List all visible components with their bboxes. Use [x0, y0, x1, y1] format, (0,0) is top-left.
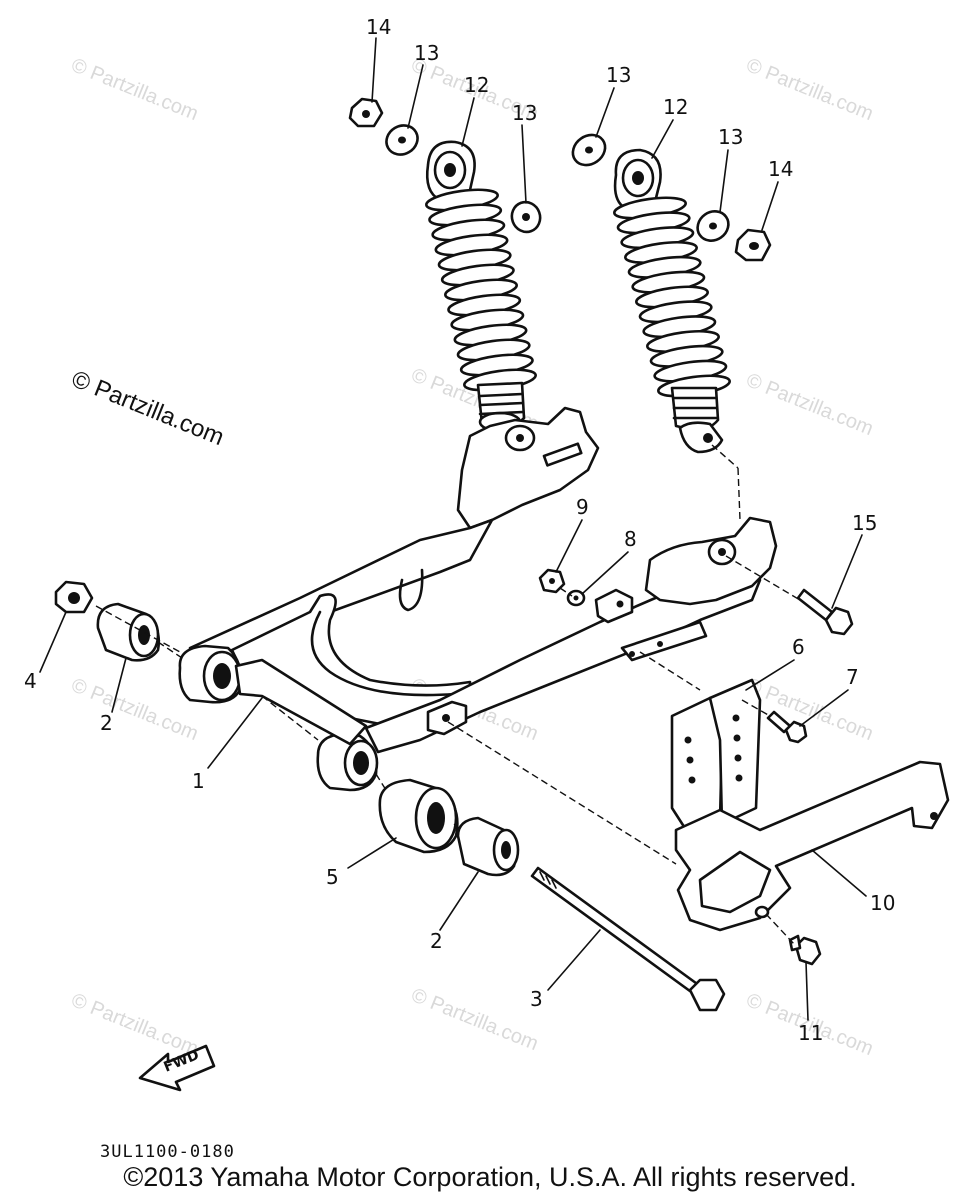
leader-lines — [39, 37, 867, 1021]
callout-8: 8 — [624, 527, 637, 551]
bracket-6 — [670, 678, 762, 838]
callout-14: 14 — [366, 15, 391, 39]
washer-13-a — [385, 124, 419, 156]
callout-13: 13 — [512, 101, 537, 125]
watermark: © Partzilla.com — [408, 984, 541, 1055]
callouts: 14 13 12 13 13 12 13 14 9 8 15 6 7 4 2 1… — [24, 15, 895, 1045]
shock-absorber-left — [425, 140, 537, 433]
callout-13: 13 — [414, 41, 439, 65]
callout-2: 2 — [430, 929, 443, 953]
watermark: © Partzilla.com — [743, 369, 876, 440]
washer-13-b — [510, 200, 542, 234]
callout-6: 6 — [792, 635, 805, 659]
callout-7: 7 — [846, 665, 859, 689]
callout-11: 11 — [798, 1021, 823, 1045]
callout-12: 12 — [464, 73, 489, 97]
washer-8 — [566, 589, 586, 607]
callout-13: 13 — [718, 125, 743, 149]
callout-5: 5 — [326, 865, 339, 889]
assembly-lines — [95, 444, 801, 945]
callout-9: 9 — [576, 495, 589, 519]
bolt-11 — [788, 934, 822, 966]
nut-4 — [54, 580, 94, 614]
brake-arm-10 — [674, 760, 950, 932]
callout-2: 2 — [100, 711, 113, 735]
callout-1: 1 — [192, 769, 205, 793]
nut-9 — [538, 568, 566, 594]
bushing-2-left — [96, 602, 161, 662]
washer-13-d — [696, 210, 730, 242]
nut-14-right — [734, 228, 772, 262]
axle-bolt-3 — [530, 866, 726, 1012]
watermark: © Partzilla.com — [68, 54, 201, 125]
collar-5 — [378, 778, 459, 854]
washer-13-c — [571, 133, 607, 167]
callout-15: 15 — [852, 511, 877, 535]
callout-12: 12 — [663, 95, 688, 119]
copyright-notice: ©2013 Yamaha Motor Corporation, U.S.A. A… — [123, 1162, 857, 1192]
callout-14: 14 — [768, 157, 793, 181]
swingarm — [178, 406, 778, 792]
bushing-2-right — [456, 816, 520, 877]
watermark: © Partzilla.com — [68, 989, 201, 1060]
callout-13: 13 — [606, 63, 631, 87]
reference-code: 3UL1100-0180 — [100, 1142, 235, 1162]
watermark-dark: © Partzilla.com — [68, 366, 228, 452]
bolt-15 — [796, 588, 854, 636]
shock-absorber-right — [613, 148, 731, 454]
callout-10: 10 — [870, 891, 895, 915]
watermark: © Partzilla.com — [743, 54, 876, 125]
callout-3: 3 — [530, 987, 543, 1011]
nut-14-left — [348, 97, 384, 128]
callout-4: 4 — [24, 669, 37, 693]
bolt-7 — [766, 710, 808, 744]
